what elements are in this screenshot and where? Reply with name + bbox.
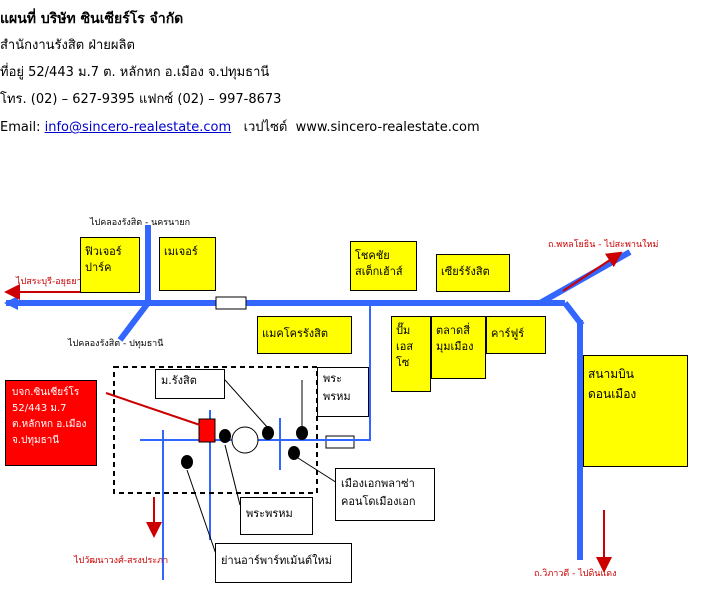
place-talad: ตลาดสี่ มุมเมือง: [431, 316, 486, 379]
company-marker: [198, 418, 216, 443]
bridge-1: [215, 296, 247, 310]
road-label-pathum: ไปคลองรังสิต - ปทุมธานี: [68, 339, 164, 349]
email-label: Email:: [0, 120, 41, 135]
website-label: เวปไซต์: [243, 120, 288, 135]
place-future-park: ฟิวเจอร์ ปาร์ค: [80, 237, 140, 293]
place-muang-ake: เมืองเอกพลาซ่า คอนโดเมืองเอก: [335, 468, 435, 521]
place-carrefour: คาร์ฟูร์: [486, 316, 546, 354]
company-area: [113, 366, 318, 494]
pathum-road: [117, 301, 151, 342]
address-line: ที่อยู่ 52/443 ม.7 ต. หลักหก อ.เมือง จ.ป…: [0, 65, 270, 80]
place-phraprom-north: พระ พรหม: [317, 367, 369, 417]
road-label-vibhavadi: ถ.วิภาวดี - ไปดินแดง: [534, 569, 617, 579]
phahon-arrow: [562, 251, 623, 292]
email-link[interactable]: info@sincero-realestate.com: [44, 120, 232, 135]
place-ps-pump: ปั๊ม เอส โซ: [391, 316, 431, 392]
office-name: สำนักงานรังสิต ฝ่ายผลิต: [0, 38, 135, 53]
bridge-2: [325, 435, 355, 449]
place-phraprom-south: พระพรหม: [240, 497, 313, 535]
company-title: แผนที่ บริษัท ซินเซียร์โร จำกัด: [0, 11, 184, 27]
road-label-saraburi: ไปสระบุรี-อยุธยา: [16, 277, 82, 287]
roundabout: [231, 426, 259, 454]
road-label-south: ไปวัฒนาวงศ์-สรงประภา: [74, 556, 169, 566]
contact-line: Email: info@sincero-realestate.com เวปไซ…: [0, 116, 480, 137]
place-apartment: ย่านอาร์พาร์ทเม้นต์ใหม่: [215, 543, 352, 583]
place-airport: สนามบิน ดอนเมือง: [583, 355, 688, 467]
road-label-phahon: ถ.พหลโยธิน - ไปสะพานใหม่: [548, 240, 659, 250]
website-text: www.sincero-realestate.com: [295, 120, 480, 135]
west-arrow-head: [4, 296, 18, 310]
place-sears: เซียร์รังสิต: [436, 254, 510, 292]
phone-fax-line: โทร. (02) – 627-9395 แฟกซ์ (02) – 997-86…: [0, 92, 282, 107]
road-label-north: ไปคลองรังสิต - นครนายก: [90, 218, 191, 228]
local-road-a: [140, 303, 371, 441]
place-makro: แมคโครรังสิต: [257, 316, 352, 354]
place-m-rangsit: ม.รังสิต: [155, 369, 225, 399]
place-chokchai: โชคชัย สเต็กเฮ้าส์: [350, 241, 417, 291]
company-note: บจก.ซินเซียร์โร 52/443 ม.7 ต.หลักหก อ.เม…: [5, 380, 97, 466]
place-major: เมเจอร์: [159, 237, 216, 291]
